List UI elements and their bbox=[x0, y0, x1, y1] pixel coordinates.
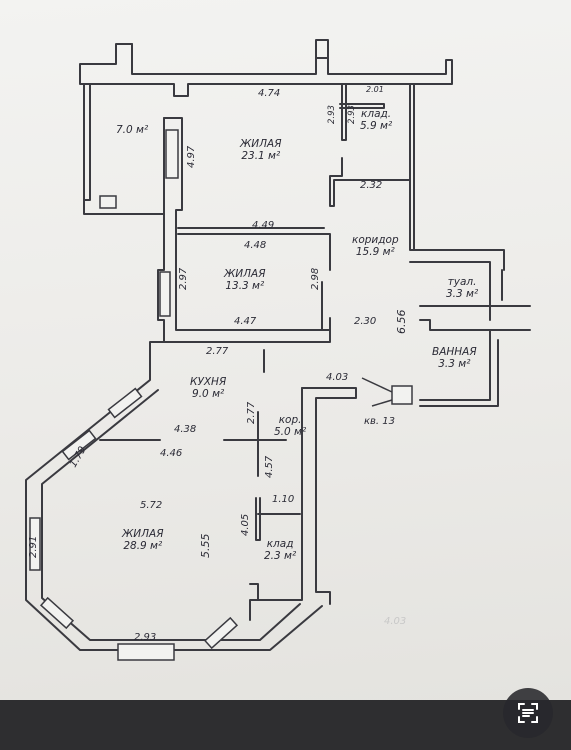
dim-label: 5.72 bbox=[140, 500, 163, 511]
dim-label: 4.38 bbox=[174, 424, 197, 435]
dim-label: 5.55 bbox=[199, 533, 212, 559]
dim-label: 4.03 bbox=[326, 372, 349, 383]
dim-label: 2.91 bbox=[28, 535, 39, 558]
hall-label: кор. 5.0 м² bbox=[274, 414, 306, 438]
kitchen-area: 9.0 м² bbox=[192, 388, 225, 400]
bathroom-name: ВАННАЯ bbox=[432, 346, 477, 358]
floor-plan-walls: 4.03 bbox=[30, 130, 412, 660]
living-1-area: 23.1 м² bbox=[241, 150, 281, 162]
toilet-area: 3.3 м² bbox=[446, 288, 479, 300]
corridor-name: коридор bbox=[352, 234, 399, 246]
dim-label: 2.93 bbox=[347, 105, 357, 124]
hall-area: 5.0 м² bbox=[274, 426, 307, 438]
pantry-1-label: клад. 5.9 м² bbox=[360, 108, 392, 132]
scan-text-button[interactable] bbox=[503, 688, 553, 738]
dim-label: 2.93 bbox=[327, 105, 337, 124]
toilet-label: туал. 3.3 м² bbox=[446, 276, 478, 300]
dim-label: 2.01 bbox=[366, 85, 384, 94]
dim-label: 4.47 bbox=[234, 316, 257, 327]
pantry-1-area: 5.9 м² bbox=[360, 120, 393, 132]
pantry-2-label: клад 2.3 м² bbox=[264, 538, 296, 562]
living-2-area: 13.3 м² bbox=[225, 280, 265, 292]
living-1-name: ЖИЛАЯ bbox=[240, 138, 282, 150]
dim-label: 2.77 bbox=[246, 401, 257, 424]
dim-label: 2.98 bbox=[310, 267, 321, 290]
bathroom-label: ВАННАЯ 3.3 м² bbox=[432, 346, 477, 370]
hall-name: кор. bbox=[278, 414, 302, 426]
dim-label: 4.74 bbox=[258, 88, 281, 99]
bathroom-area: 3.3 м² bbox=[438, 358, 471, 370]
living-3-label: ЖИЛАЯ 28.9 м² bbox=[122, 528, 164, 552]
dim-label: 4.46 bbox=[160, 448, 183, 459]
dim-label: 6.56 bbox=[395, 309, 408, 335]
dim-label: 2.97 bbox=[178, 267, 189, 290]
living-2-label: ЖИЛАЯ 13.3 м² bbox=[224, 268, 266, 292]
room-7-area: 7.0 м² bbox=[116, 124, 149, 136]
dim-label: 2.32 bbox=[360, 180, 383, 191]
svg-text:4.03: 4.03 bbox=[384, 616, 406, 627]
scan-text-icon bbox=[518, 703, 538, 723]
pantry-1-name: клад. bbox=[361, 108, 392, 120]
living-2-name: ЖИЛАЯ bbox=[224, 268, 266, 280]
living-1-label: ЖИЛАЯ 23.1 м² bbox=[240, 138, 282, 162]
bottom-background bbox=[0, 700, 571, 750]
living-3-name: ЖИЛАЯ bbox=[122, 528, 164, 540]
floor-plan-sheet: 4.03 7.0 м² ЖИЛАЯ 23.1 м² клад. 5.9 м² Ж… bbox=[0, 0, 571, 700]
room-7-label: 7.0 м² bbox=[116, 124, 148, 136]
living-3-area: 28.9 м² bbox=[123, 540, 163, 552]
pantry-2-area: 2.3 м² bbox=[264, 550, 297, 562]
dim-label: 2.77 bbox=[206, 346, 229, 357]
dim-label: 2.30 bbox=[354, 316, 377, 327]
dim-label: 1.10 bbox=[272, 494, 295, 505]
dim-label: 4.49 bbox=[252, 220, 275, 231]
toilet-name: туал. bbox=[447, 276, 477, 288]
apartment-label: кв. 13 bbox=[364, 416, 396, 427]
dim-label: 4.48 bbox=[244, 240, 267, 251]
dim-label: 4.57 bbox=[264, 455, 275, 478]
dim-label: 2.93 bbox=[134, 632, 157, 643]
corridor-area: 15.9 м² bbox=[355, 246, 395, 258]
corridor-label: коридор 15.9 м² bbox=[352, 234, 399, 258]
dim-label: 4.05 bbox=[240, 513, 251, 536]
pantry-2-name: клад bbox=[266, 538, 294, 550]
kitchen-name: КУХНЯ bbox=[190, 376, 227, 388]
kitchen-label: КУХНЯ 9.0 м² bbox=[190, 376, 226, 400]
dim-label: 4.97 bbox=[186, 145, 197, 168]
